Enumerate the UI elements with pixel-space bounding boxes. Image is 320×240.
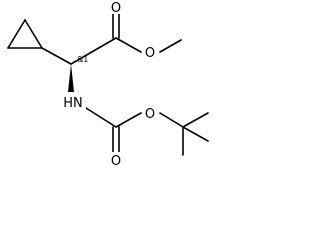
carbamate-c-o-bond [115,112,142,128]
stereo-label: &1 [77,55,88,64]
ester-o-methyl-bond [159,39,182,53]
tbutyl-methyl-right [182,126,209,142]
ester-oxygen-label: O [145,46,155,61]
o-to-tbutyl-bond [159,112,184,128]
cyclopropyl-bond-left [7,19,26,49]
n-to-carbamate-bond [85,107,117,128]
amine-nitrogen-label: HN [63,96,83,111]
carbonyl-oxygen-bottom-label: O [111,154,121,169]
molecule-structure: O O HN O O &1 [7,0,209,169]
structure-canvas: O O HN O O &1 [7,0,209,169]
carbonyl-oxygen-top-label: O [111,1,121,16]
ester-c-o-bond [115,37,142,53]
tbutyl-methyl-top [182,112,209,128]
ring-to-alpha-bond [41,47,72,65]
cyclopropyl-bond-right [24,19,43,49]
carbamate-oxygen-label: O [145,107,155,122]
alpha-to-carbonyl-bond [70,37,117,65]
stereo-wedge-bond [68,64,74,92]
